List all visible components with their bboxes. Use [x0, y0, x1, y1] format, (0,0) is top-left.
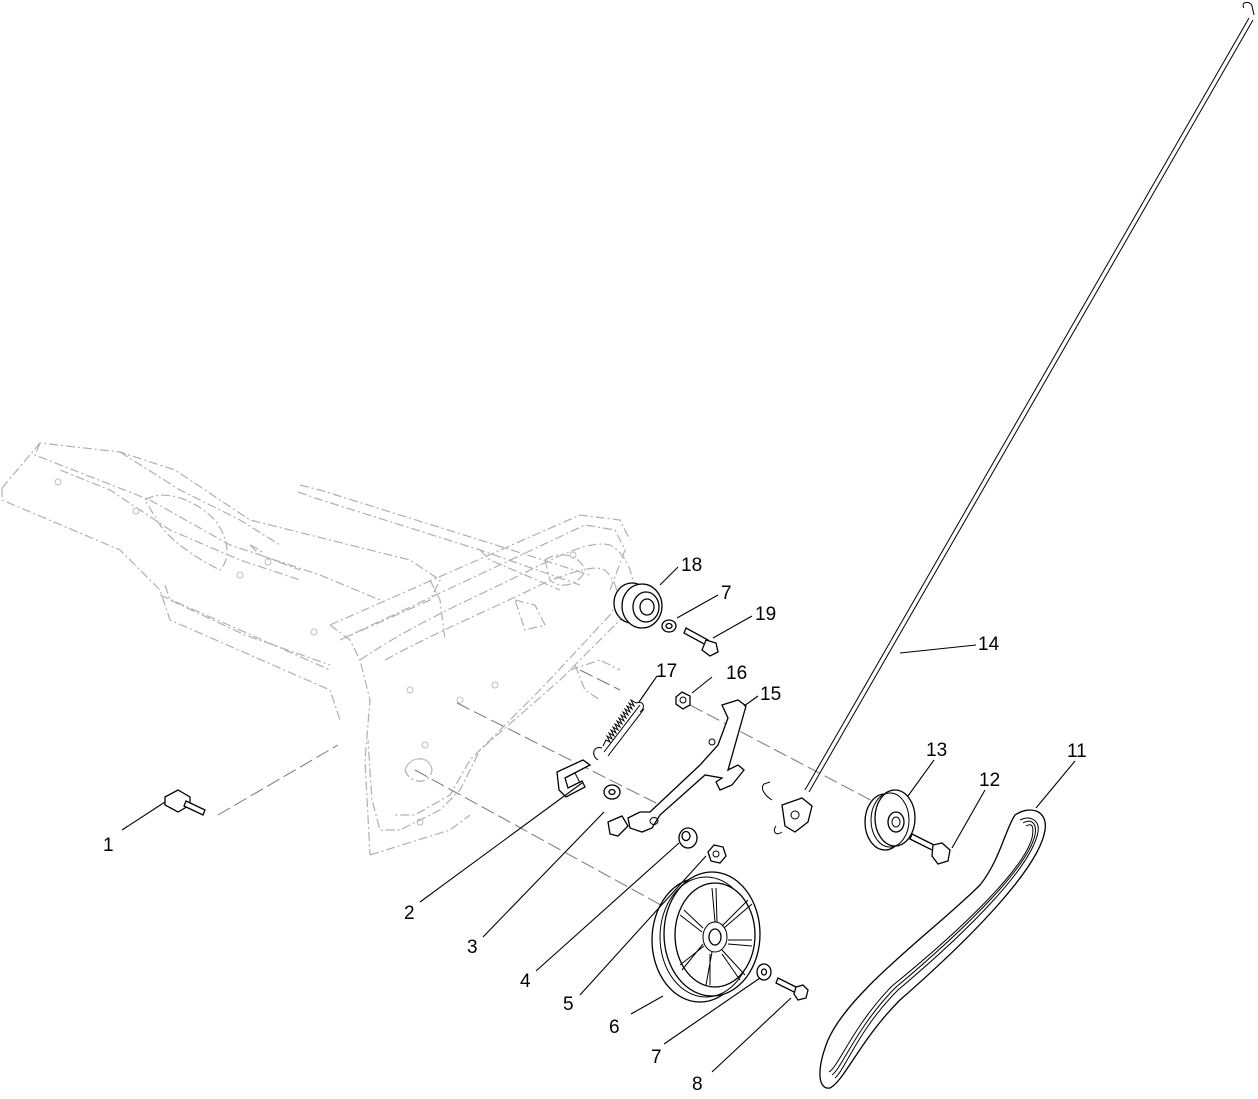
bolt-12 [909, 833, 951, 865]
nut-16 [675, 691, 691, 710]
callout-18: 18 [681, 555, 702, 576]
callout-17: 17 [656, 661, 677, 682]
callout-8: 8 [692, 1074, 703, 1095]
callout-2: 2 [404, 903, 415, 924]
bolt-19 [683, 627, 719, 657]
frame-phantom [1, 442, 635, 856]
washer-7-top [661, 619, 677, 633]
pulley-6 [651, 871, 761, 1003]
bolt-8 [775, 977, 809, 1001]
callout-4: 4 [520, 971, 531, 992]
idler-arm-15 [607, 699, 747, 837]
callout-1: 1 [103, 835, 114, 856]
cable-14 [761, 1, 1255, 835]
callout-7-top: 7 [721, 583, 732, 604]
washer-7-bottom [756, 963, 772, 981]
callout-19: 19 [755, 604, 776, 625]
frame-holes [54, 478, 577, 826]
spring-17 [593, 698, 645, 761]
washer-3 [603, 784, 621, 800]
nut-5 [707, 844, 727, 864]
callout-15: 15 [760, 684, 781, 705]
callout-3: 3 [467, 937, 478, 958]
callout-16: 16 [726, 663, 747, 684]
leader-lines [121, 566, 1076, 1073]
assembly-centerlines [217, 669, 881, 911]
callout-14: 14 [978, 634, 1000, 655]
callout-6: 6 [609, 1017, 620, 1038]
bearing-18 [613, 582, 663, 629]
bolt-1 [164, 789, 206, 816]
belt-11 [819, 809, 1046, 1089]
spacer-4 [678, 827, 698, 849]
bracket-2 [556, 759, 592, 798]
idler-pulley-13 [864, 789, 916, 851]
callout-5: 5 [563, 994, 574, 1015]
callout-7-bottom: 7 [651, 1047, 662, 1068]
callout-13: 13 [926, 740, 947, 761]
callout-11: 11 [1067, 741, 1087, 762]
callout-12: 12 [979, 770, 1000, 791]
